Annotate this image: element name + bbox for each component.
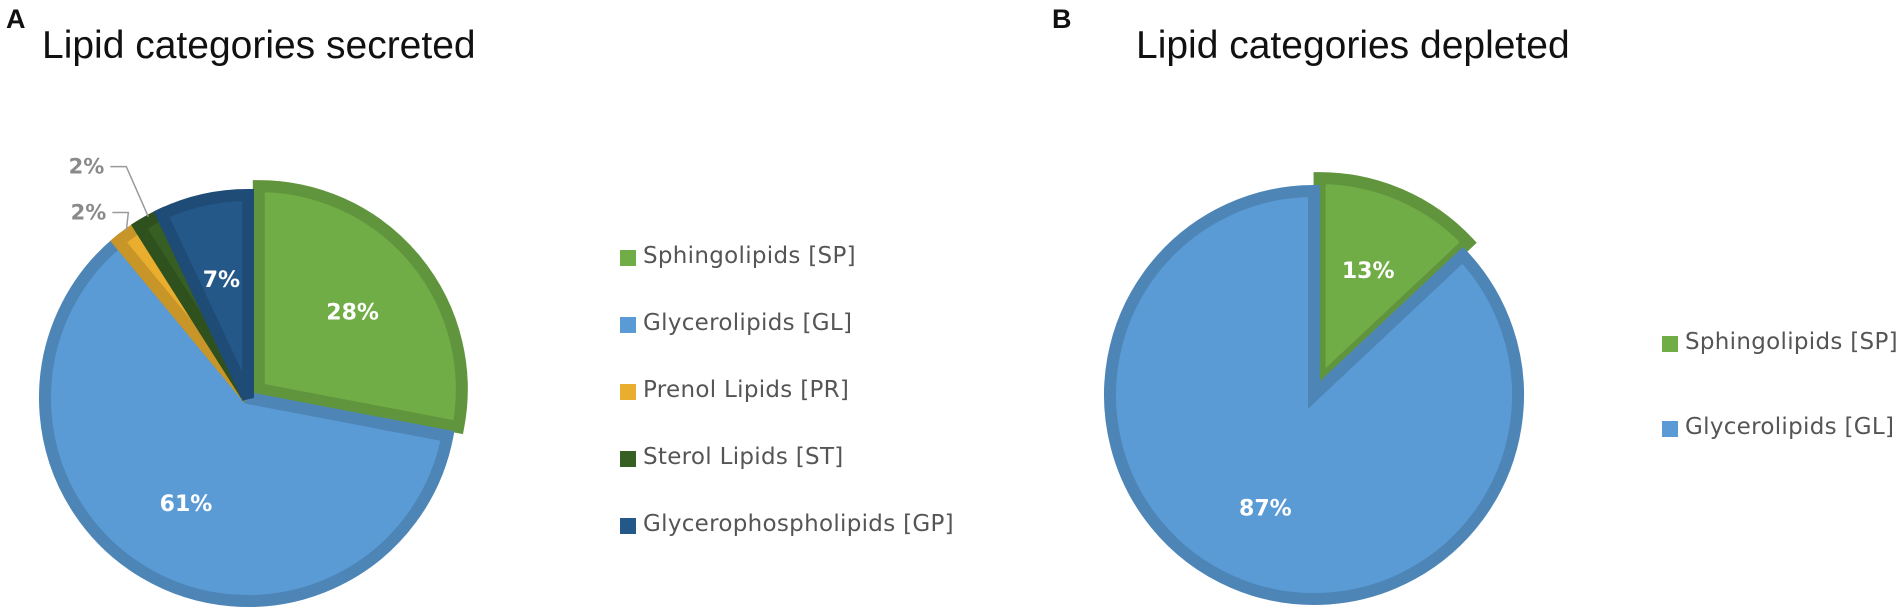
slice-label-glycerolipids: 61% [160, 492, 213, 517]
legend-swatch [1662, 421, 1678, 437]
slice-label-sphingolipids: 28% [326, 300, 379, 325]
pie-chart-depleted: 13% 87% [1104, 172, 1524, 605]
pie-slice-glycerophospholipids [153, 188, 254, 401]
panel-b: B Lipid categories depleted 13% 87% Sphin… [1030, 0, 1902, 612]
legend-swatch [620, 384, 636, 400]
panel-letter: A [6, 4, 26, 34]
legend-label: Glycerolipids [GL] [643, 310, 853, 336]
chart-title: Lipid categories depleted [1136, 24, 1570, 67]
pie-chart-secreted: 28% 61% 2% 2% 7% [39, 155, 468, 607]
legend-swatch [620, 250, 636, 266]
legend-label: Glycerophospholipids [GP] [643, 511, 954, 537]
slice-label-glycerophospholipids: 7% [203, 268, 240, 293]
panel-letter: B [1052, 4, 1072, 34]
slice-label-sterol-lipids: 2% [69, 155, 105, 179]
legend-label: Sterol Lipids [ST] [643, 444, 844, 470]
slice-label-prenol-lipids: 2% [71, 201, 107, 225]
chart-title: Lipid categories secreted [42, 24, 476, 67]
legend-label: Glycerolipids [GL] [1685, 414, 1895, 440]
legend-swatch [620, 518, 636, 534]
legend-label: Prenol Lipids [PR] [643, 377, 850, 403]
legend-swatch [1662, 336, 1678, 352]
pie-slice-sphingolipids [1313, 172, 1477, 397]
leader-line [112, 211, 130, 231]
legend-label: Sphingolipids [SP] [1685, 329, 1898, 355]
legend-swatch [620, 451, 636, 467]
slice-label-glycerolipids: 87% [1239, 496, 1292, 521]
pie-slice-sphingolipids [252, 180, 468, 435]
panel-a: A Lipid categories secreted 28% 61% 2% 2% 7%… [6, 4, 954, 607]
pie-slice-glycerolipids [1104, 184, 1524, 605]
leader-line [110, 165, 149, 217]
slice-label-sphingolipids: 13% [1342, 259, 1395, 284]
legend-label: Sphingolipids [SP] [643, 243, 856, 269]
pie-slice-glycerolipids [39, 233, 455, 607]
legend-swatch [620, 317, 636, 333]
